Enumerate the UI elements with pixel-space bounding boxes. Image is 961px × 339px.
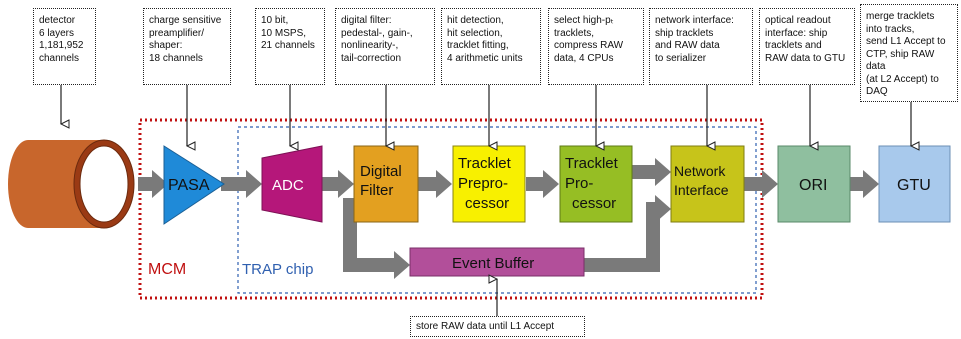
note-adc: 10 bit, 10 MSPS, 21 channels: [255, 8, 325, 85]
preproc-line-2: Prepro-: [458, 175, 508, 192]
arrow-proc-netif: [632, 158, 671, 186]
arrow-preproc-proc: [526, 170, 559, 198]
annotation-arrows: [61, 85, 911, 316]
digital-filter-line-2: Filter: [360, 182, 393, 199]
ori-label: ORI: [799, 177, 827, 194]
preproc-line-3: cessor: [465, 195, 509, 212]
arrow-ori-gtu: [850, 170, 879, 198]
digital-filter-block: [353, 145, 419, 223]
gtu-block: [878, 145, 951, 223]
adc-label: ADC: [272, 177, 304, 194]
network-interface-label: Network Interface: [674, 163, 729, 198]
mcm-label: MCM: [148, 261, 186, 278]
trap-chip-label: TRAP chip: [242, 261, 313, 278]
note-digital-filter: digital filter: pedestal-, gain-, nonlin…: [335, 8, 435, 85]
netif-line-1: Network: [674, 163, 726, 179]
arrow-buffer-netif: [584, 195, 671, 272]
arrow-pasa-adc: [221, 170, 262, 198]
arrow-filter-buffer: [343, 198, 410, 279]
event-buffer-label: Event Buffer: [452, 255, 534, 272]
note-network-interface: network interface: ship tracklets and RA…: [649, 8, 753, 85]
proc-line-2: Pro-: [565, 175, 593, 192]
detector-cylinder: [8, 139, 135, 229]
preproc-line-1: Tracklet: [458, 155, 512, 172]
note-ori: optical readout interface: ship tracklet…: [759, 8, 855, 85]
proc-line-3: cessor: [572, 195, 616, 212]
arrow-filter-preproc: [417, 170, 452, 198]
netif-line-2: Interface: [674, 182, 729, 198]
pasa-block: [163, 145, 225, 225]
gtu-label: GTU: [897, 177, 931, 194]
event-buffer-block: [409, 247, 585, 277]
pasa-label: PASA: [168, 177, 210, 194]
arrow-detector-pasa: [138, 170, 168, 198]
arrow-adc-filter: [322, 170, 354, 198]
tracklet-processor-block: [559, 145, 633, 223]
note-gtu: merge tracklets into tracks, send L1 Acc…: [860, 4, 958, 102]
digital-filter-label: Digital Filter: [360, 163, 406, 199]
adc-block: [261, 145, 323, 223]
note-event-buffer: store RAW data until L1 Accept: [410, 316, 585, 337]
tracklet-preprocessor-block: [452, 145, 526, 223]
flow-arrows: [138, 158, 879, 279]
network-interface-block: [670, 145, 745, 223]
arrow-netif-ori: [744, 170, 778, 198]
digital-filter-line-1: Digital: [360, 163, 402, 180]
mcm-border: [138, 118, 764, 300]
note-tracklet-processor: select high-pₜ tracklets, compress RAW d…: [548, 8, 644, 85]
tracklet-processor-label: Tracklet Pro- cessor: [565, 155, 622, 212]
tracklet-preprocessor-label: Tracklet Prepro- cessor: [458, 155, 515, 212]
note-pasa: charge sensitive preamplifier/ shaper: 1…: [143, 8, 231, 85]
note-detector: detector 6 layers 1,181,952 channels: [33, 8, 96, 85]
note-tracklet-preprocessor: hit detection, hit selection, tracklet f…: [441, 8, 541, 85]
proc-line-1: Tracklet: [565, 155, 619, 172]
